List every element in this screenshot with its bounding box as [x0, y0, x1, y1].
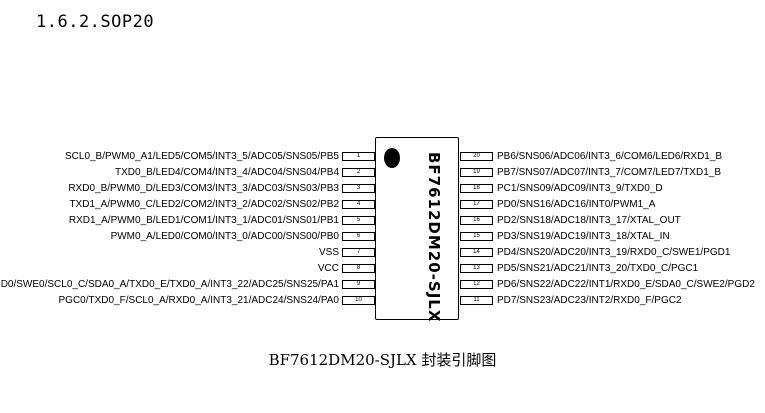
right-pin-label: PD4/SNS20/ADC20/INT3_19/RXD0_C/SWE1/PGD1 — [497, 247, 731, 258]
right-pin-label: PB7/SNS07/ADC07/INT3_7/COM7/LED7/TXD1_B — [497, 167, 721, 178]
right-pin-number: 17 — [460, 200, 493, 209]
right-pin-number: 11 — [460, 296, 493, 305]
right-pin-label: PD6/SNS22/ADC22/INT1/RXD0_E/SDA0_C/SWE2/… — [497, 279, 755, 290]
chip-part-label: BF7612DM20-SJLX — [425, 152, 443, 323]
left-pin-number: 10 — [342, 296, 375, 305]
left-pin-number: 8 — [342, 264, 375, 273]
left-pin-label: VCC — [317, 263, 339, 274]
right-pin-label: PD3/SNS19/ADC19/INT3_18/XTAL_IN — [497, 231, 670, 242]
left-pin-number: 3 — [342, 184, 375, 193]
right-pin-number: 16 — [460, 216, 493, 225]
left-pin-number: 7 — [342, 248, 375, 257]
left-pin-label: PWM0_A/LED0/COM0/INT3_0/ADC00/SNS00/PB0 — [110, 231, 339, 242]
right-pin-number: 14 — [460, 248, 493, 257]
left-pin-label: PGC0/TXD0_F/SCL0_A/RXD0_A/INT3_21/ADC24/… — [58, 295, 340, 306]
right-pin-label: PD2/SNS18/ADC18/INT3_17/XTAL_OUT — [497, 215, 681, 226]
right-pin-number: 18 — [460, 184, 493, 193]
left-pin-label: TXD1_A/PWM0_C/LED2/COM2/INT3_2/ADC02/SNS… — [69, 199, 339, 210]
left-pin-number: 9 — [342, 280, 375, 289]
left-pin-number: 1 — [342, 152, 375, 161]
right-pin-number: 13 — [460, 264, 493, 273]
right-pin-label: PD0/SNS16/ADC16/INT0/PWM1_A — [497, 199, 656, 210]
left-pin-number: 5 — [342, 216, 375, 225]
left-pin-label: PGD0/SWE0/SCL0_C/SDA0_A/TXD0_E/TXD0_A/IN… — [0, 279, 339, 290]
left-pin-label: VSS — [318, 247, 339, 258]
right-pin-label: PB6/SNS06/ADC06/INT3_6/COM6/LED6/RXD1_B — [497, 151, 723, 162]
right-pin-number: 19 — [460, 168, 493, 177]
section-heading: 1.6.2.SOP20 — [36, 12, 155, 32]
right-pin-number: 20 — [460, 152, 493, 161]
right-pin-label: PC1/SNS09/ADC09/INT3_9/TXD0_D — [497, 183, 663, 194]
left-pin-number: 4 — [342, 200, 375, 209]
right-pin-number: 12 — [460, 280, 493, 289]
left-pin-number: 2 — [342, 168, 375, 177]
left-pin-label: TXD0_B/LED4/COM4/INT3_4/ADC04/SNS04/PB4 — [115, 167, 339, 178]
right-pin-label: PD5/SNS21/ADC21/INT3_20/TXD0_C/PGC1 — [497, 263, 699, 274]
left-pin-label: RXD1_A/PWM0_B/LED1/COM1/INT3_1/ADC01/SNS… — [68, 215, 339, 226]
pin1-marker-dot — [384, 148, 400, 168]
left-pin-number: 6 — [342, 232, 375, 241]
right-pin-number: 15 — [460, 232, 493, 241]
right-pin-label: PD7/SNS23/ADC23/INT2/RXD0_F/PGC2 — [497, 295, 682, 306]
figure-caption: BF7612DM20-SJLX 封装引脚图 — [268, 351, 497, 369]
chip-body: BF7612DM20-SJLX — [375, 137, 459, 323]
left-pin-label: RXD0_B/PWM0_D/LED3/COM3/INT3_3/ADC03/SNS… — [68, 183, 339, 194]
left-pin-label: SCL0_B/PWM0_A1/LED5/COM5/INT3_5/ADC05/SN… — [64, 151, 339, 162]
